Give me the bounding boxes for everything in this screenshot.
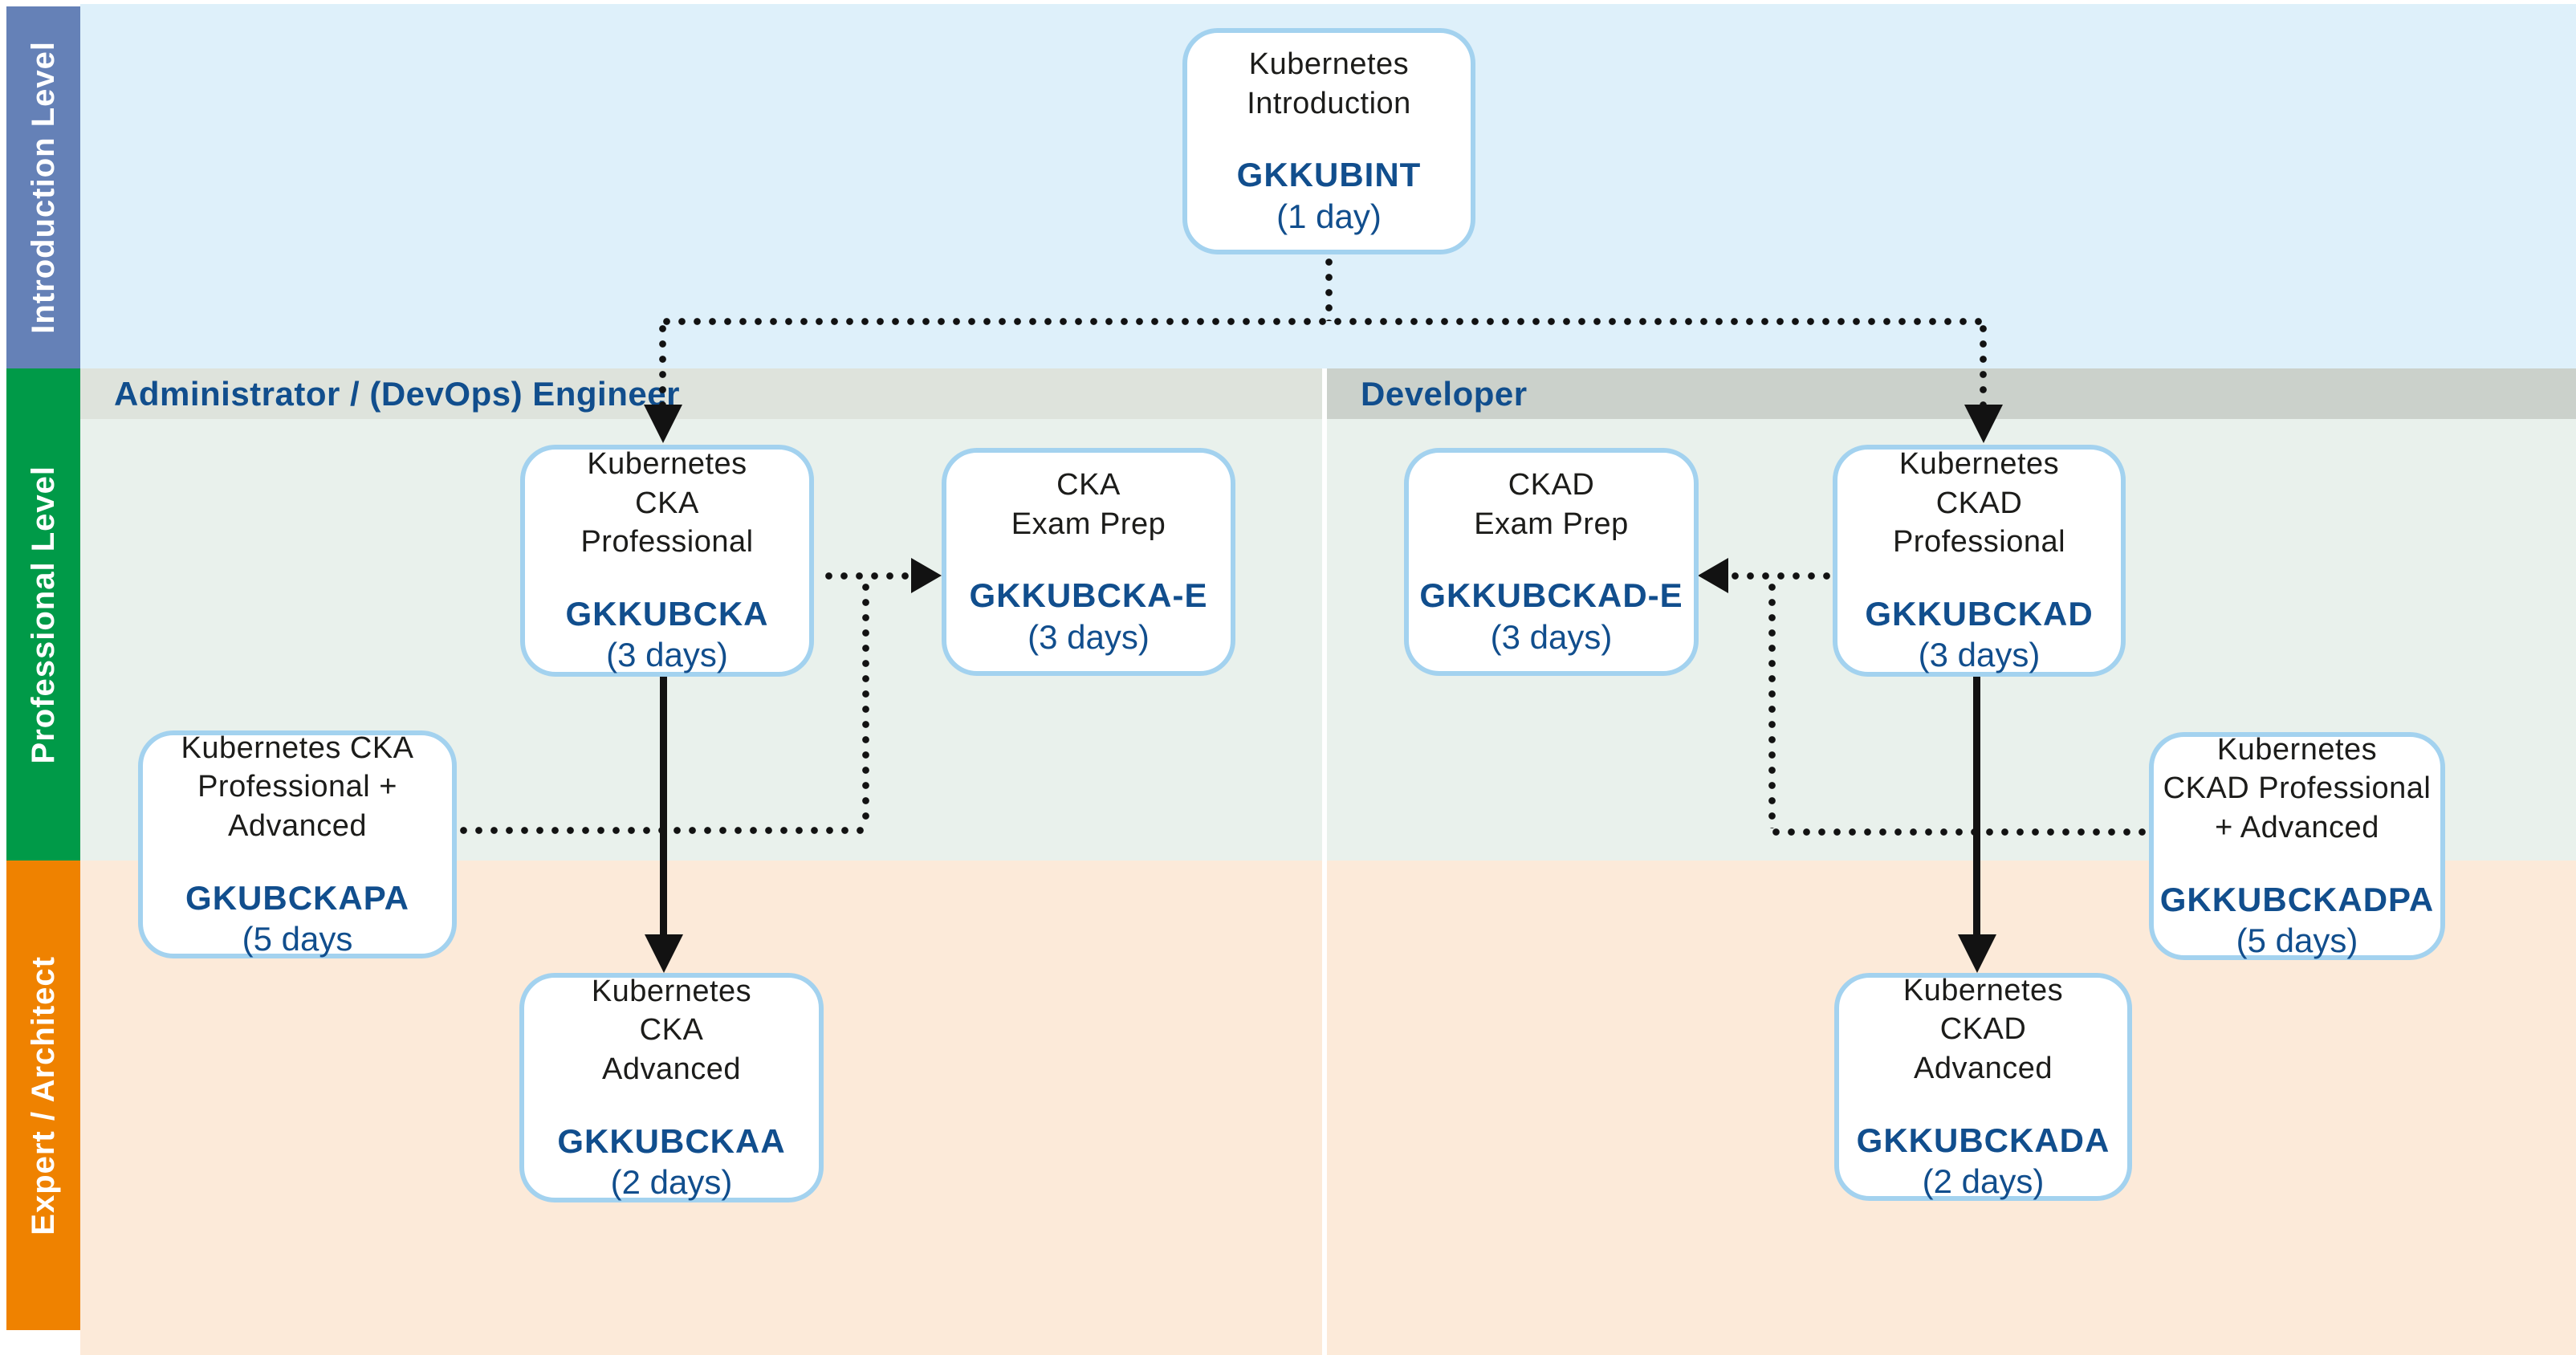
course-duration: (1 day) [1276,197,1382,235]
course-code: GKKUBINT [1236,156,1422,194]
edge-cka-pa-vertical [862,580,869,827]
course-box-ckad-advanced: Kubernetes CKAD Advanced GKKUBCKADA (2 d… [1834,973,2132,1201]
edge-intro-branch-horizontal [659,318,1987,325]
course-title-line: Kubernetes [1902,973,2064,1007]
level-band-expert: Expert / Architect [6,861,80,1330]
course-title: Kubernetes CKA Advanced [592,972,751,1089]
edge-intro-to-ckad-professional [1980,321,1987,405]
course-duration: (3 days) [1490,617,1613,656]
course-title: Kubernetes CKA Professional [580,445,753,562]
course-title-line: Introduction [1247,86,1411,120]
course-duration: (3 days) [606,636,728,674]
course-title: Kubernetes CKA Professional + Advanced [181,729,413,846]
course-title: Kubernetes CKAD Professional + Advanced [2163,730,2432,848]
track-label-developer: Developer [1361,375,1528,413]
course-title: Kubernetes CKAD Professional [1893,445,2065,562]
course-title-line: CKAD [1508,467,1595,502]
course-duration: (3 days) [1028,617,1150,656]
course-code: GKKUBCKAD-E [1419,576,1683,615]
arrow-into-cka-exam-prep [911,558,942,593]
level-label-introduction: Introduction Level [25,41,61,334]
course-title-line: Exam Prep [1474,507,1629,541]
course-box-cka-advanced: Kubernetes CKA Advanced GKKUBCKAA (2 day… [519,973,824,1202]
level-band-introduction: Introduction Level [6,6,80,368]
course-box-ckad-exam-prep: CKAD Exam Prep GKKUBCKAD-E (3 days) [1404,448,1699,676]
course-title-line: Advanced [1913,1051,2053,1085]
course-title-line: Professional + [197,770,397,804]
course-code: GKKUBCKADPA [2159,880,2435,918]
track-bar-developer: Developer [1327,368,2576,419]
arrow-into-ckad-professional [1964,405,2003,443]
arrow-into-ckad-exam-prep [1698,558,1728,593]
edge-intro-split-vertical [1325,254,1333,321]
course-title-line: + Advanced [2215,810,2379,844]
edge-ckad-professional-to-exam-prep [1728,572,1833,580]
track-label-administrator: Administrator / (DevOps) Engineer [114,375,680,413]
course-title-line: Kubernetes [587,447,747,482]
edge-ckad-professional-to-advanced [1973,676,1980,934]
course-title-line: Kubernetes [1898,447,2060,482]
edge-cka-professional-to-advanced [660,676,667,934]
course-title-line: CKAD [1939,1012,2027,1047]
course-title: CKAD Exam Prep [1474,466,1628,543]
course-title-line: Kubernetes [2216,732,2378,767]
course-title-line: CKAD [1935,486,2023,520]
track-bar-administrator: Administrator / (DevOps) Engineer [80,368,1322,419]
edge-ckad-pa-horizontal [1768,828,2149,836]
course-code: GKKUBCKADA [1856,1121,2110,1159]
course-title-line: CKAD Professional [2163,771,2432,806]
course-code: GKKUBCKAA [557,1121,786,1160]
course-duration: (5 days [242,919,353,958]
course-title: Kubernetes CKAD Advanced [1903,971,2063,1088]
course-code: GKKUBCKAD [1865,595,2094,633]
course-code: GKKUBCKA-E [969,576,1208,615]
course-title-line: CKA [635,486,699,520]
course-title-line: Professional [580,525,754,559]
course-title-line: CKA [639,1013,704,1048]
course-title: CKA Exam Prep [1011,466,1166,543]
course-title-line: Kubernetes [591,974,752,1008]
course-duration: (2 days) [610,1162,733,1201]
edge-intro-to-cka-professional [659,321,666,405]
course-title-line: Kubernetes CKA [181,730,414,765]
course-code: GKKUBCKA [565,595,769,633]
arrow-into-cka-professional [644,405,682,443]
level-label-expert: Expert / Architect [25,955,61,1235]
course-title-line: Advanced [601,1052,741,1086]
level-label-professional: Professional Level [25,465,61,764]
course-box-ckad-professional: Kubernetes CKAD Professional GKKUBCKAD (… [1833,445,2126,677]
edge-ckad-pa-vertical [1768,580,1776,828]
course-title-line: Professional [1892,525,2066,559]
course-title-line: Advanced [227,808,367,843]
edge-cka-professional-to-exam-prep [821,572,911,580]
course-duration: (5 days) [2236,921,2358,959]
course-title-line: CKA [1056,467,1121,502]
course-box-kubernetes-introduction: Kubernetes Introduction GKKUBINT (1 day) [1182,28,1475,254]
level-band-professional: Professional Level [6,368,80,861]
course-title-line: Exam Prep [1011,507,1166,541]
course-title-line: Kubernetes [1248,47,1410,81]
course-duration: (3 days) [1918,636,2041,674]
course-title: Kubernetes Introduction [1247,45,1411,123]
course-code: GKUBCKAPA [185,878,409,917]
course-box-cka-exam-prep: CKA Exam Prep GKKUBCKA-E (3 days) [942,448,1235,676]
course-box-ckad-professional-advanced: Kubernetes CKAD Professional + Advanced … [2149,732,2445,960]
track-divider [1322,368,1327,1355]
arrow-into-ckad-advanced [1958,934,1996,973]
course-duration: (2 days) [1922,1162,2045,1200]
course-box-cka-professional-advanced: Kubernetes CKA Professional + Advanced G… [138,730,457,958]
arrow-into-cka-advanced [645,934,683,973]
course-box-cka-professional: Kubernetes CKA Professional GKKUBCKA (3 … [520,445,814,677]
